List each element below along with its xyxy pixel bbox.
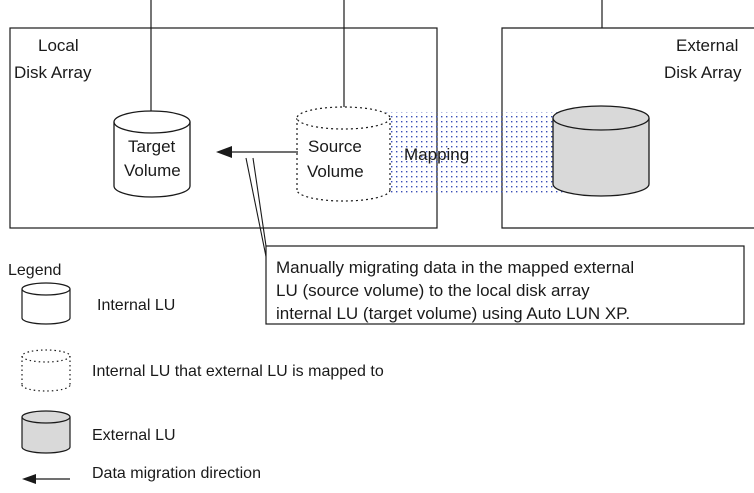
target-volume-cylinder xyxy=(113,110,191,198)
local-array-label-2: Disk Array xyxy=(14,63,92,82)
legend-item-internal-lu: Internal LU xyxy=(97,297,175,314)
internal-lu-icon xyxy=(21,282,71,325)
external-array-label-1: External xyxy=(676,36,738,55)
legend-item-mapped-lu: Internal LU that external LU is mapped t… xyxy=(92,363,384,380)
external-lu-icon xyxy=(21,410,71,454)
mapped-lu-dotted-icon xyxy=(21,349,71,392)
mapping-label: Mapping xyxy=(404,145,469,164)
external-array-label-2: Disk Array xyxy=(664,63,742,82)
migration-arrowhead xyxy=(216,146,232,158)
callout-box xyxy=(265,245,745,325)
arrow-left-icon xyxy=(22,474,70,484)
callout-line-1: Manually migrating data in the mapped ex… xyxy=(276,258,634,277)
callout-line-2: LU (source volume) to the local disk arr… xyxy=(276,281,590,300)
target-volume-label-1: Target xyxy=(128,137,176,156)
source-volume-label-2: Volume xyxy=(307,162,364,181)
legend-item-external-lu: External LU xyxy=(92,427,176,444)
callout-pointer-b xyxy=(252,157,267,247)
source-volume-cylinder xyxy=(296,106,391,202)
callout-line-3: internal LU (target volume) using Auto L… xyxy=(276,304,630,323)
source-volume-label-1: Source xyxy=(308,137,362,156)
target-volume-label-2: Volume xyxy=(124,161,181,180)
legend-item-direction: Data migration direction xyxy=(92,465,261,482)
external-lu-cylinder xyxy=(552,105,650,197)
legend-title: Legend xyxy=(8,262,61,279)
local-array-label-1: Local xyxy=(38,36,79,55)
